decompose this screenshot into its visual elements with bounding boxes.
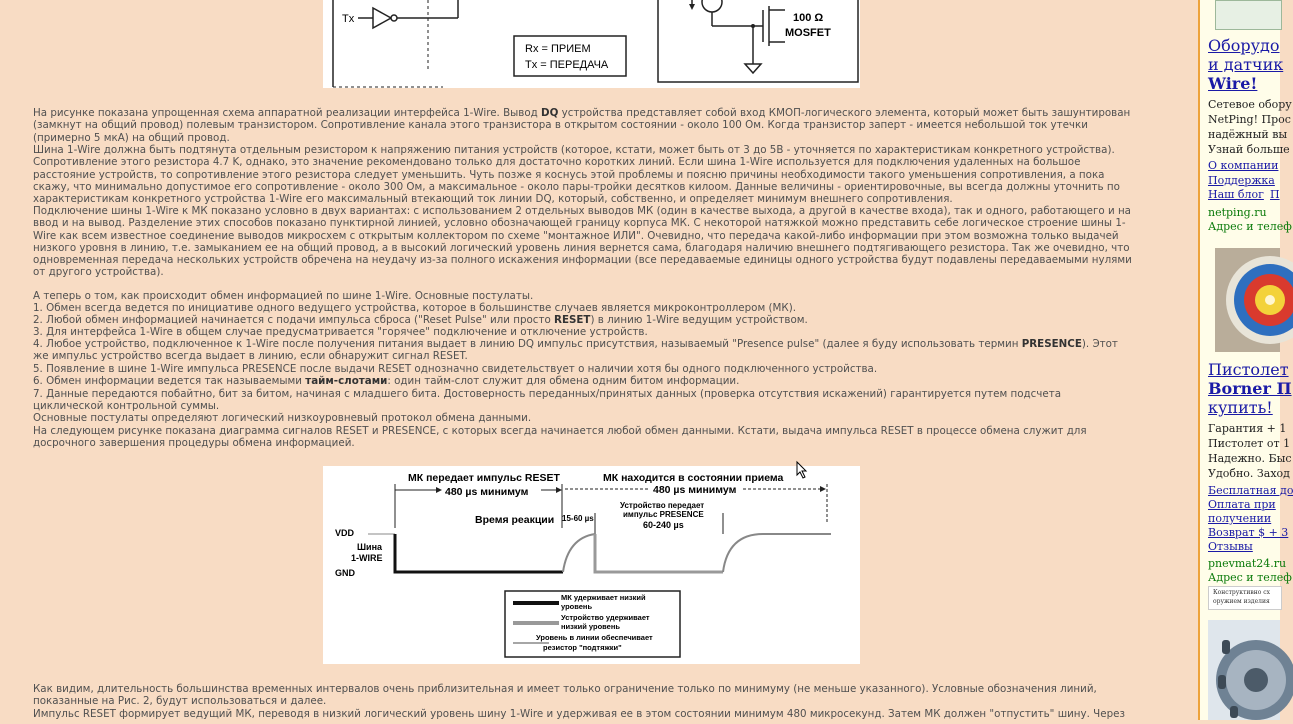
mosfet-ohm: 100 Ω [793, 12, 823, 24]
text-run: На рисунке показана упрощенная схема апп… [33, 107, 542, 119]
article-area: Rx = ПРИЕМ Tx = ПЕРЕДАЧА Tx 100 Ω MOSFET… [33, 0, 1133, 720]
ad2-text-4: Удобно. Заход [1208, 467, 1290, 480]
paragraph-reset: Импульс RESET формирует ведущий МК, пере… [33, 708, 1125, 720]
text-run: ) в линию 1-Wire ведущим устройством. [590, 314, 808, 326]
legend-tx: Tx = ПЕРЕДАЧА [525, 59, 609, 71]
text-run: 4. Любое устройство, подключенное к 1-Wi… [33, 338, 1022, 350]
label-device-sends-2: импульс PRESENCE [623, 510, 704, 519]
label-mk-receive: МК находится в состоянии приема [603, 472, 784, 484]
label-reaction-time: Время реакции [475, 514, 554, 526]
text-run: 2. Любой обмен информацией начинается с … [33, 314, 555, 326]
ad2-title-line2[interactable]: Borner П [1208, 379, 1292, 398]
mouse-cursor-icon [796, 460, 808, 479]
postulate-2: 2. Любой обмен информацией начинается с … [33, 314, 1133, 326]
legend-device-low-1: Устройство удерживает [561, 613, 650, 622]
ad2-text-3: Надежно. Быс [1208, 452, 1292, 465]
legend-pullup-1: Уровень в линии обеспечивает [536, 633, 653, 642]
postulate-6: 6. Обмен информации ведется так называем… [33, 375, 1133, 387]
ad2-title-line1[interactable]: Пистолет [1208, 360, 1289, 379]
ad2-link-payment-1[interactable]: Оплата при [1208, 498, 1276, 511]
ad2-title-line3[interactable]: купить! [1208, 398, 1273, 417]
timing-diagram-figure: МК передает импульс RESET 480 µs минимум… [323, 466, 860, 664]
label-device-sends-1: Устройство передает [620, 501, 704, 510]
paragraph-pullup: Шина 1-Wire должна быть подтянута отдель… [33, 144, 1120, 206]
ad1-domain[interactable]: netping.ru [1208, 206, 1267, 219]
ad2-domain[interactable]: pnevmat24.ru [1208, 557, 1287, 570]
label-bus-1: Шина [357, 542, 383, 552]
ad2-text-1: Гарантия + 1 [1208, 422, 1287, 435]
label-60-240: 60-240 µs [643, 520, 684, 530]
ad2-target-image[interactable] [1215, 248, 1293, 352]
text-run-bold: PRESENCE [1021, 338, 1082, 350]
label-gnd: GND [335, 568, 356, 578]
ad2-small-banner[interactable]: Конструктивно сх оружием изделия [1208, 586, 1282, 610]
ad2-text-2: Пистолет от 1 [1208, 437, 1291, 450]
ad2-link-return[interactable]: Возврат $ + 3 [1208, 526, 1289, 539]
text-run: 6. Обмен информации ведется так называем… [33, 375, 306, 387]
label-mk-receive-duration: 480 µs минимум [653, 484, 737, 496]
tx-label: Tx [342, 13, 355, 25]
postulate-1: 1. Обмен всегда ведется по инициативе од… [33, 302, 797, 314]
ad1-text-4: Узнай больше [1208, 143, 1290, 156]
paragraph-intervals: Как видим, длительность большинства врем… [33, 683, 1097, 708]
legend-mk-low-1: МК удерживает низкий [561, 593, 646, 602]
label-bus-2: 1-WIRE [351, 553, 383, 563]
label-vdd: VDD [335, 528, 355, 538]
paragraph-diagram-intro: На следующем рисунке показана диаграмма … [33, 425, 1087, 450]
ad1-address[interactable]: Адрес и телеф [1208, 220, 1292, 233]
ad2-small-text-1: Конструктивно сх [1213, 589, 1271, 596]
ad2-link-delivery[interactable]: Бесплатная до [1208, 484, 1293, 497]
ad1-text-3: надёжный вы [1208, 128, 1288, 141]
ad1-title-line3[interactable]: Wire! [1208, 74, 1258, 93]
text-run: ). Этот же импульс устройство всегда выд… [33, 338, 1118, 363]
paragraph-dq: На рисунке показана упрощенная схема апп… [33, 107, 1133, 144]
ad2-link-reviews[interactable]: Отзывы [1208, 540, 1253, 553]
ad2-link-payment-2[interactable]: получении [1208, 512, 1272, 525]
postulate-7: 7. Данные передаются побайтно, бит за би… [33, 388, 1062, 413]
ad2-product-image[interactable] [1208, 620, 1293, 720]
ad1-text-1: Сетевое обору [1208, 98, 1292, 111]
text-run-bold: RESET [554, 314, 591, 326]
postulate-4: 4. Любое устройство, подключенное к 1-Wi… [33, 338, 1133, 363]
mosfet-label: MOSFET [785, 27, 831, 39]
sidebar-divider [1198, 0, 1200, 720]
paragraph-connection: Подключение шины 1-Wire к МК показано ус… [33, 205, 1132, 279]
ad1-link-blog[interactable]: Наш блог [1208, 188, 1264, 201]
postulate-5: 5. Появление в шине 1-Wire импульса PRES… [33, 363, 878, 375]
ad-image-top[interactable] [1215, 0, 1282, 30]
legend-device-low-2: низкий уровень [561, 622, 620, 631]
ad1-link-support[interactable]: Поддержка [1208, 174, 1275, 187]
label-mk-reset: МК передает импульс RESET [408, 472, 561, 484]
ad1-link-company[interactable]: О компании [1208, 159, 1279, 172]
legend-pullup-2: резистор "подтяжки" [543, 643, 622, 652]
paragraph-postulates-intro: А теперь о том, как происходит обмен инф… [33, 290, 534, 302]
paragraph-protocol: Основные постулаты определяют логический… [33, 412, 532, 424]
ad2-address[interactable]: Адрес и телеф [1208, 571, 1292, 584]
ad1-title-line2[interactable]: и датчик [1208, 55, 1284, 74]
legend-rx: Rx = ПРИЕМ [525, 43, 591, 55]
ad1-text-2: NetPing! Прос [1208, 113, 1291, 126]
text-run-bold: тайм-слотами [305, 375, 388, 387]
label-mk-reset-duration: 480 µs минимум [445, 486, 529, 498]
legend-mk-low-2: уровень [561, 602, 592, 611]
text-run: : один тайм-слот служит для обмена одним… [387, 375, 740, 387]
schematic-figure: Rx = ПРИЕМ Tx = ПЕРЕДАЧА Tx 100 Ω MOSFET [323, 0, 860, 88]
ad2-small-text-2: оружием изделия [1213, 598, 1270, 605]
ad1-link-more[interactable]: П [1270, 188, 1280, 201]
text-run: устройства представляет собой вход КМОП-… [33, 107, 1131, 144]
text-run-bold: DQ [541, 107, 559, 119]
postulate-3: 3. Для интерфейса 1-Wire в общем случае … [33, 326, 648, 338]
label-15-60: 15-60 µs [562, 514, 594, 523]
ad1-title-line1[interactable]: Оборудо [1208, 36, 1280, 55]
ad-sidebar: Оборудо и датчик Wire! Сетевое обору Net… [1200, 0, 1293, 720]
